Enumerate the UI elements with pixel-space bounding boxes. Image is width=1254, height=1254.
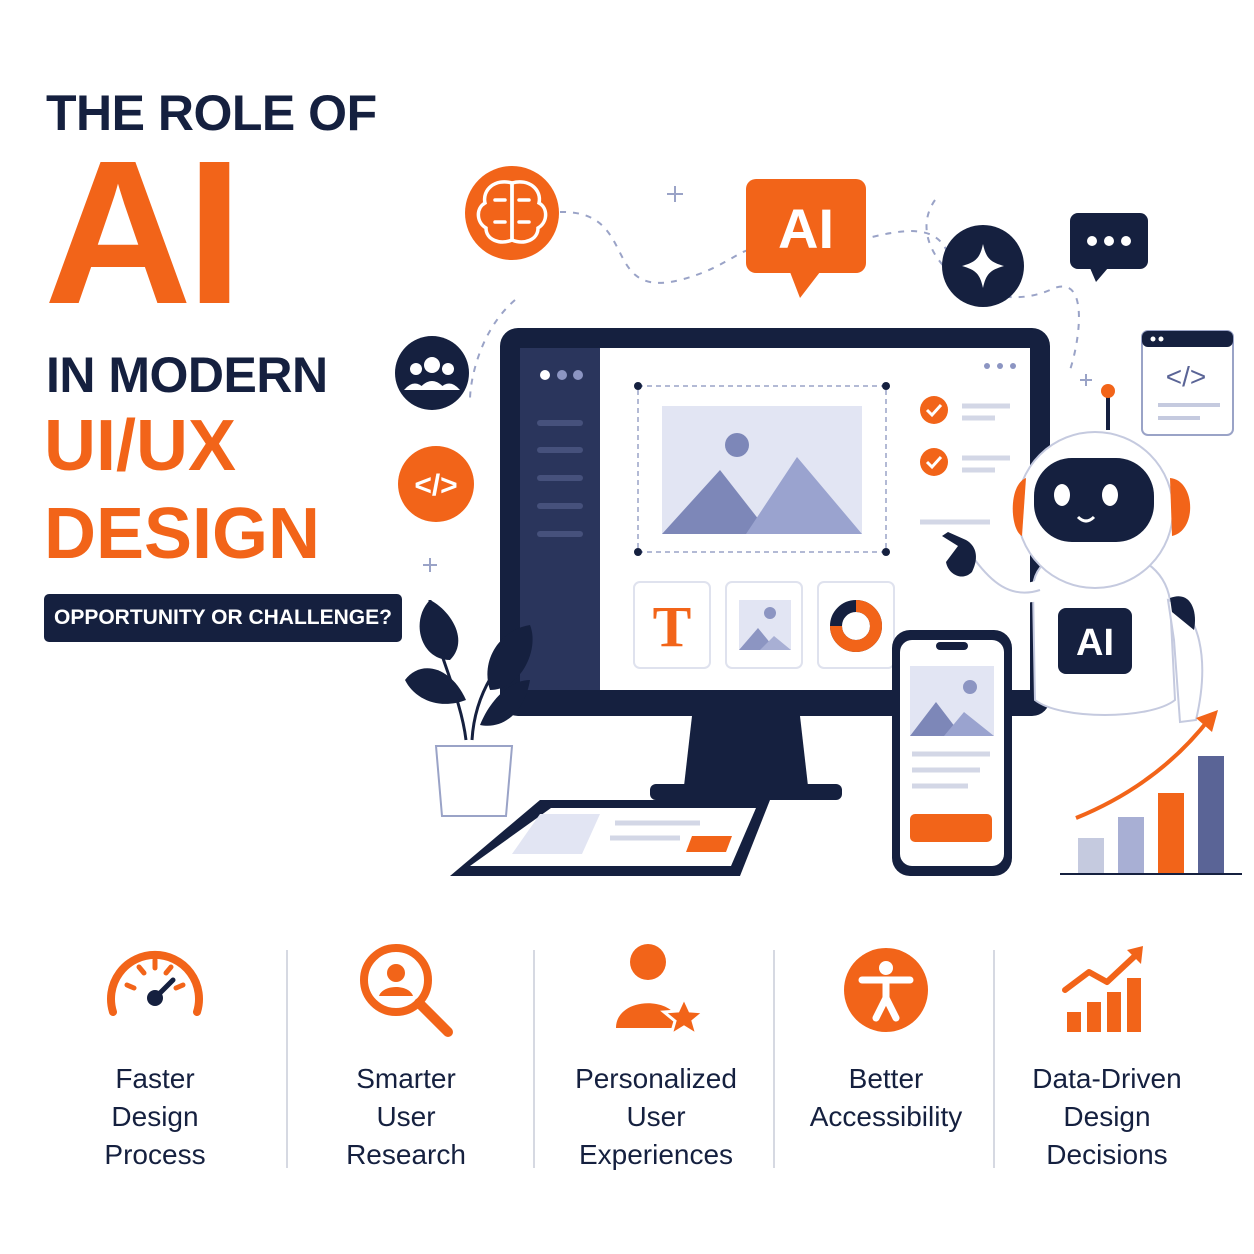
- feature-divider: [773, 950, 775, 1168]
- robot-chest-text: AI: [1076, 622, 1114, 664]
- chat-dots-icon: [1070, 213, 1148, 282]
- subtitle-badge: OPPORTUNITY OR CHALLENGE?: [44, 594, 402, 642]
- ai-chat-bubble-icon: AI: [746, 179, 866, 298]
- feature-divider: [993, 950, 995, 1168]
- title-ai: AI: [44, 118, 243, 347]
- users-icon: [395, 336, 469, 410]
- sparkle-icon: [942, 225, 1024, 307]
- plus-marks: [423, 186, 1092, 572]
- phone: [892, 630, 1012, 876]
- monitor: T: [500, 328, 1050, 800]
- svg-text:</>: </>: [1166, 361, 1206, 392]
- title-line-1: THE ROLE OF: [46, 85, 377, 141]
- ai-bubble-text: AI: [778, 197, 834, 260]
- checklist: [920, 396, 1010, 525]
- dashed-connectors: [469, 199, 1080, 401]
- title-line-5: DESIGN: [44, 494, 321, 574]
- code-glyph: </>: [414, 469, 457, 502]
- code-icon: </>: [398, 446, 474, 522]
- user-search-icon: [360, 944, 453, 1037]
- accessibility-icon: [844, 948, 928, 1032]
- code-window-icon: </>: [1141, 330, 1234, 436]
- speedometer-icon: [107, 950, 203, 1016]
- feature-divider: [533, 950, 535, 1168]
- growth-chart-icon: [1060, 710, 1242, 875]
- tablet: [450, 800, 770, 876]
- plant: [405, 599, 533, 817]
- brain-icon: [465, 166, 559, 260]
- feature-divider: [286, 950, 288, 1168]
- user-star-icon: [616, 944, 706, 1039]
- hero-illustration: AI </> </>: [395, 166, 1242, 876]
- font-tool-glyph: T: [653, 594, 692, 659]
- title-line-4: UI/UX: [44, 406, 237, 486]
- robot: AI: [942, 384, 1204, 724]
- title-line-3: IN MODERN: [46, 347, 328, 403]
- growth-chart-icon: [1062, 946, 1143, 1032]
